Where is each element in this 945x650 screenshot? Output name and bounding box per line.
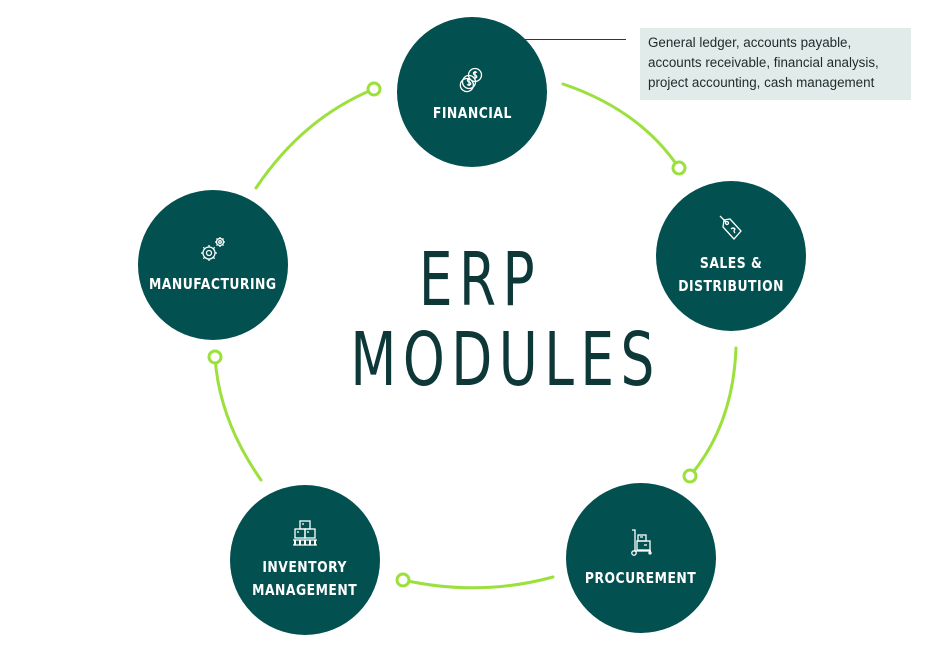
module-sales-distribution[interactable]: SALES & DISTRIBUTION	[656, 181, 806, 331]
diagram-title-line2: MODULES	[350, 317, 661, 403]
connector-arc-financial-sales	[561, 82, 681, 170]
module-label: SALES & DISTRIBUTION	[678, 254, 784, 295]
financial-callout: General ledger, accounts payable, accoun…	[640, 28, 911, 100]
connector-dot	[366, 81, 382, 97]
connector-arc-sales-procurement	[688, 346, 738, 478]
coins-dollar-icon	[459, 67, 483, 92]
module-inventory-management[interactable]: INVENTORY MANAGEMENT	[230, 485, 380, 635]
connector-arc-procurement-inventory	[401, 575, 555, 590]
module-label: MANUFACTURING	[149, 274, 277, 293]
price-tag-icon	[719, 215, 742, 240]
connector-arc-inventory-manufacturing	[213, 355, 263, 482]
module-label: INVENTORY MANAGEMENT	[252, 558, 358, 599]
callout-leader-line	[524, 39, 626, 40]
connector-dot	[682, 468, 698, 484]
gears-icon	[201, 236, 225, 261]
stacked-boxes-pallet-icon	[293, 520, 317, 546]
diagram-title-line1: ERP	[418, 237, 542, 323]
module-financial[interactable]: FINANCIAL	[397, 17, 547, 167]
module-procurement[interactable]: PROCUREMENT	[566, 483, 716, 633]
connector-dot	[207, 349, 223, 365]
module-manufacturing[interactable]: MANUFACTURING	[138, 190, 288, 340]
connector-arc-manufacturing-financial	[254, 87, 376, 190]
callout-text: General ledger, accounts payable, accoun…	[648, 35, 879, 90]
module-label: FINANCIAL	[432, 103, 512, 122]
module-label: PROCUREMENT	[585, 568, 697, 587]
connector-dot	[671, 160, 687, 176]
connector-dot	[395, 572, 411, 588]
hand-truck-icon	[631, 528, 652, 556]
